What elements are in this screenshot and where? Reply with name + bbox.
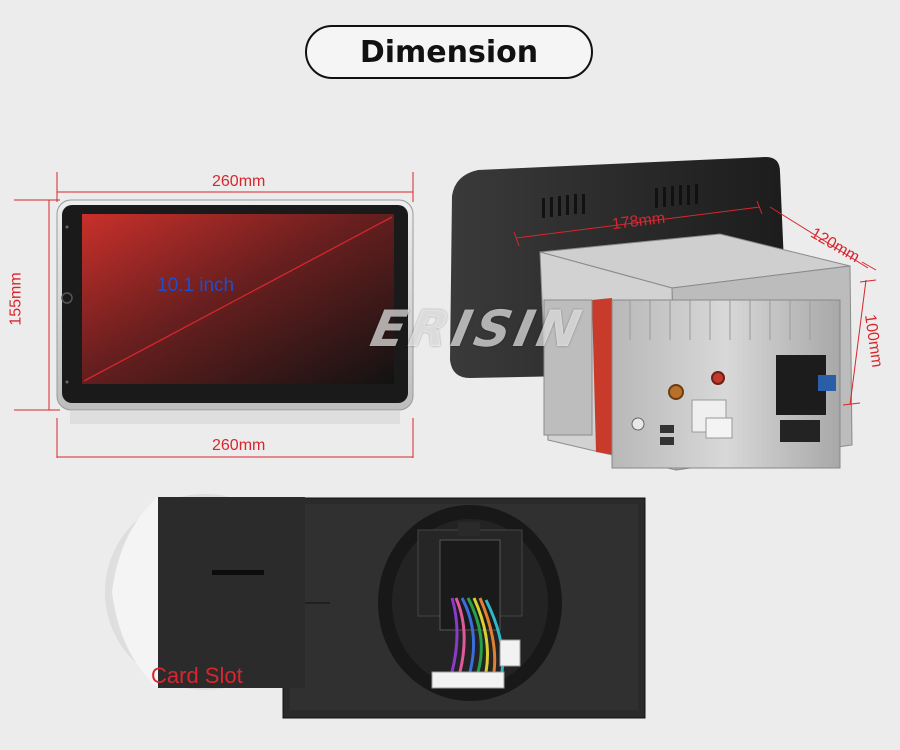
- iso-connector-icon: [776, 355, 826, 415]
- home-button-icon: [61, 292, 73, 304]
- diagonal-size-label: 10.1 inch: [157, 275, 235, 296]
- back-dimension-lines: [513, 200, 877, 406]
- card-slot-label: Card Slot: [151, 663, 243, 688]
- front-width-top-label: 260mm: [212, 173, 266, 190]
- front-width-bottom-label: 260mm: [212, 437, 266, 454]
- card-slot-icon: [212, 570, 264, 575]
- page-title-text: Dimension: [359, 34, 539, 70]
- card-slot-zoom: [105, 494, 305, 690]
- harness-connector-icon: [431, 671, 505, 689]
- front-screen-unit: [56, 199, 414, 424]
- rear-mount-panel: [282, 497, 646, 719]
- antenna-port-icon: [668, 384, 684, 400]
- back-chassis-unit: [450, 157, 853, 471]
- front-height-label: 155mm: [7, 272, 25, 326]
- front-dimension-lines: [14, 172, 414, 458]
- page-title: Dimension: [305, 25, 593, 79]
- diagonal-measure-line: [83, 216, 393, 382]
